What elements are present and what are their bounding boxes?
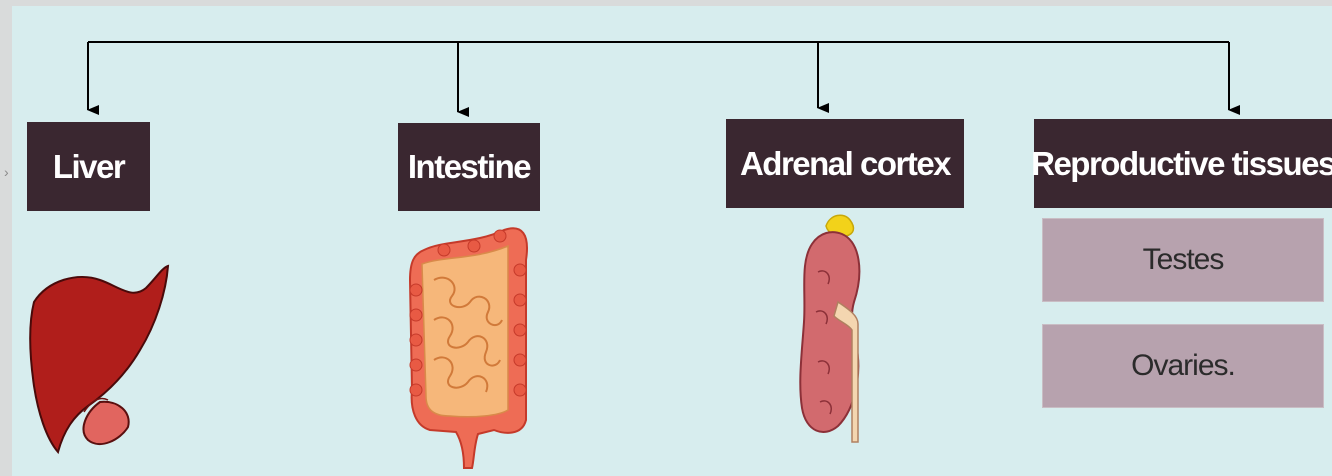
label-intestine: Intestine bbox=[398, 123, 540, 211]
intestine-icon bbox=[404, 220, 536, 472]
sub-item-testes: Testes bbox=[1042, 218, 1324, 302]
edge-mark: › bbox=[4, 164, 9, 180]
liver-icon bbox=[28, 262, 173, 457]
label-adrenal-cortex: Adrenal cortex bbox=[726, 119, 964, 208]
label-liver: Liver bbox=[27, 122, 150, 211]
kidney-adrenal-icon bbox=[798, 212, 868, 447]
label-reproductive-tissues: Reproductive tissues bbox=[1034, 119, 1332, 208]
sub-item-ovaries: Ovaries. bbox=[1042, 324, 1324, 408]
